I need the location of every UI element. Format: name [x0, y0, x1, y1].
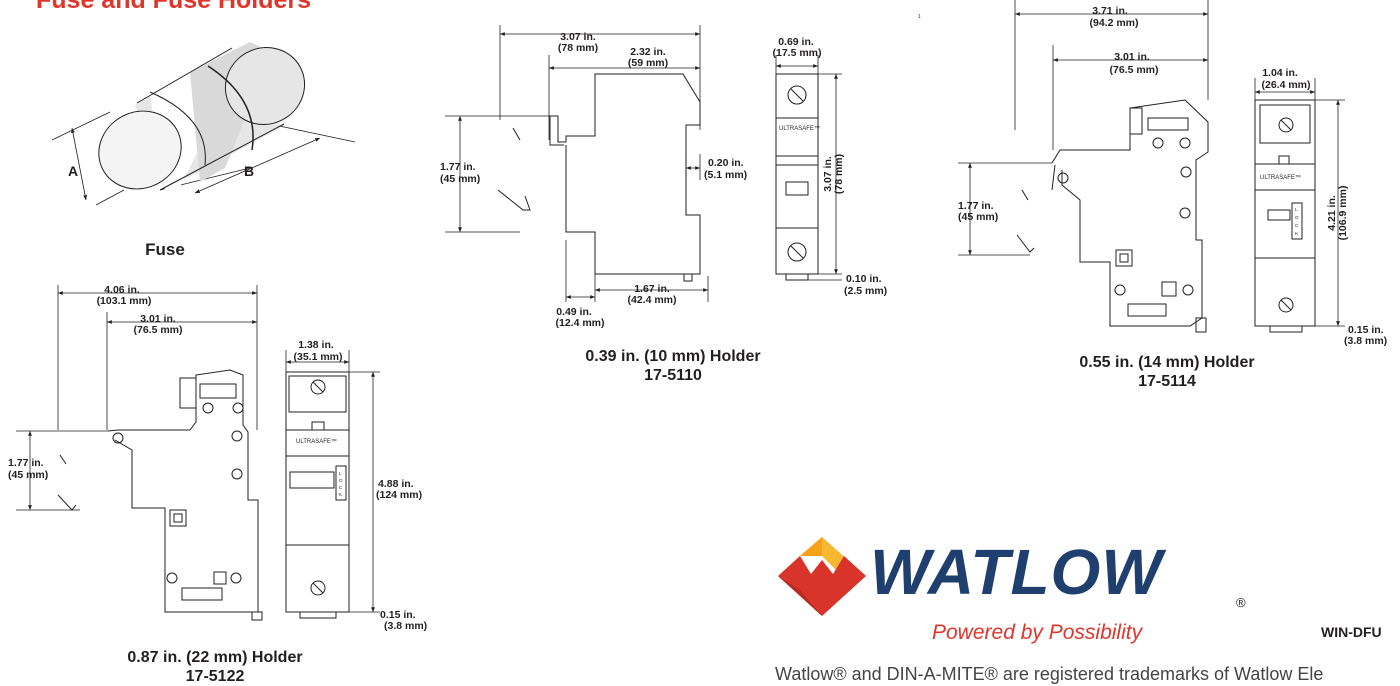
holder-10-side-view [445, 25, 709, 302]
holder-22-caption: 0.87 in. (22 mm) Holder 17-5122 [90, 648, 340, 686]
svg-text:(103.1 mm): (103.1 mm) [97, 295, 152, 307]
svg-text:C: C [339, 485, 343, 490]
svg-text:O: O [339, 478, 343, 483]
fuse-caption: Fuse [145, 240, 185, 259]
holder-10-caption: 0.39 in. (10 mm) Holder 17-5110 [548, 347, 798, 385]
svg-text:(42.4 mm): (42.4 mm) [627, 294, 676, 306]
svg-text:1.77 in.: 1.77 in. [958, 200, 994, 212]
trademark-footer: Watlow® and DIN-A-MITE® are registered t… [775, 664, 1324, 684]
svg-text:0.15 in.: 0.15 in. [1348, 324, 1384, 336]
svg-text:(106.9 mm): (106.9 mm) [1337, 186, 1349, 241]
holder-10-caption-title: 0.39 in. (10 mm) Holder [585, 348, 761, 365]
holder-14-side-view [958, 0, 1209, 333]
svg-text:(45 mm): (45 mm) [8, 469, 48, 481]
svg-text:0.69 in.: 0.69 in. [778, 36, 814, 48]
svg-text:1.04 in.: 1.04 in. [1262, 67, 1298, 79]
holder-22-side-view [16, 285, 263, 621]
svg-text:0.10 in.: 0.10 in. [846, 273, 882, 285]
holder-10-front-view [775, 55, 842, 281]
svg-text:K: K [1295, 231, 1298, 236]
logo-tagline: Powered by Possibility [932, 621, 1143, 644]
ultrasafe-label-10: ULTRASAFE™ [779, 125, 820, 132]
svg-text:2.32 in.: 2.32 in. [630, 46, 666, 58]
fuse-drawing [51, 42, 356, 206]
svg-text:3.07 in.: 3.07 in. [560, 31, 596, 43]
svg-text:O: O [1295, 215, 1299, 220]
svg-text:(76.5 mm): (76.5 mm) [133, 324, 182, 336]
svg-text:K: K [339, 492, 342, 497]
holder-22-caption-title: 0.87 in. (22 mm) Holder [127, 649, 303, 666]
svg-text:(94.2 mm): (94.2 mm) [1089, 17, 1138, 29]
holder-14-caption-title: 0.55 in. (14 mm) Holder [1079, 354, 1255, 371]
svg-text:(45 mm): (45 mm) [958, 211, 998, 223]
holder-22-front-view [285, 350, 380, 619]
svg-text:1.38 in.: 1.38 in. [298, 339, 334, 351]
fuse-label-b: B [244, 163, 254, 179]
svg-text:3.07 in.: 3.07 in. [822, 156, 834, 192]
svg-text:4.88 in.: 4.88 in. [378, 478, 414, 490]
fuse-label-a: A [68, 163, 78, 179]
svg-text:(3.8 mm): (3.8 mm) [384, 620, 427, 632]
svg-text:(17.5 mm): (17.5 mm) [772, 47, 821, 59]
svg-text:4.06 in.: 4.06 in. [104, 284, 140, 296]
svg-text:3.01 in.: 3.01 in. [140, 313, 176, 325]
svg-text:(35.1 mm): (35.1 mm) [293, 351, 342, 363]
svg-text:C: C [1295, 223, 1299, 228]
svg-text:(45 mm): (45 mm) [440, 173, 480, 185]
svg-text:(78 mm): (78 mm) [833, 154, 845, 194]
svg-text:(76.5 mm): (76.5 mm) [1109, 64, 1158, 76]
document-code: WIN-DFU [1321, 624, 1382, 640]
svg-text:4.21 in.: 4.21 in. [1326, 195, 1338, 231]
svg-text:1.77 in.: 1.77 in. [8, 457, 44, 469]
svg-text:3.01 in.: 3.01 in. [1114, 51, 1150, 63]
svg-text:(26.4 mm): (26.4 mm) [1261, 79, 1310, 91]
svg-text:(78 mm): (78 mm) [558, 42, 598, 54]
svg-text:0.49 in.: 0.49 in. [556, 306, 592, 318]
svg-text:(3.8 mm): (3.8 mm) [1344, 335, 1387, 347]
page-heading: Fuse and Fuse Holders [36, 0, 312, 14]
brand-name: WATLOW [870, 536, 1163, 608]
stray-mark: 1 [918, 14, 921, 20]
svg-text:3.71 in.: 3.71 in. [1092, 5, 1128, 17]
svg-text:1.67 in.: 1.67 in. [634, 283, 670, 295]
ultrasafe-label-22: ULTRASAFE™ [296, 438, 337, 445]
registered-mark: ® [1236, 595, 1246, 610]
svg-text:0.20 in.: 0.20 in. [708, 157, 744, 169]
svg-text:(2.5 mm): (2.5 mm) [844, 285, 887, 297]
holder-10-part-number: 17-5110 [644, 367, 702, 384]
holder-22-part-number: 17-5122 [185, 668, 245, 685]
svg-text:L: L [339, 471, 342, 476]
holder-14-part-number: 17-5114 [1138, 373, 1196, 390]
svg-text:(5.1 mm): (5.1 mm) [704, 169, 747, 181]
holder-14-caption: 0.55 in. (14 mm) Holder 17-5114 [1042, 353, 1292, 391]
watlow-wordmark: WATLOW [870, 540, 1163, 604]
holder-14-front-view [1254, 78, 1345, 333]
svg-text:(124 mm): (124 mm) [376, 489, 422, 501]
ultrasafe-label-14: ULTRASAFE™ [1260, 174, 1301, 181]
svg-text:L: L [1295, 207, 1298, 212]
svg-text:0.15 in.: 0.15 in. [380, 609, 416, 621]
watlow-logo-mark [778, 537, 866, 616]
svg-text:(12.4 mm): (12.4 mm) [555, 317, 604, 329]
svg-text:(59 mm): (59 mm) [628, 57, 668, 69]
svg-text:1.77 in.: 1.77 in. [440, 161, 476, 173]
